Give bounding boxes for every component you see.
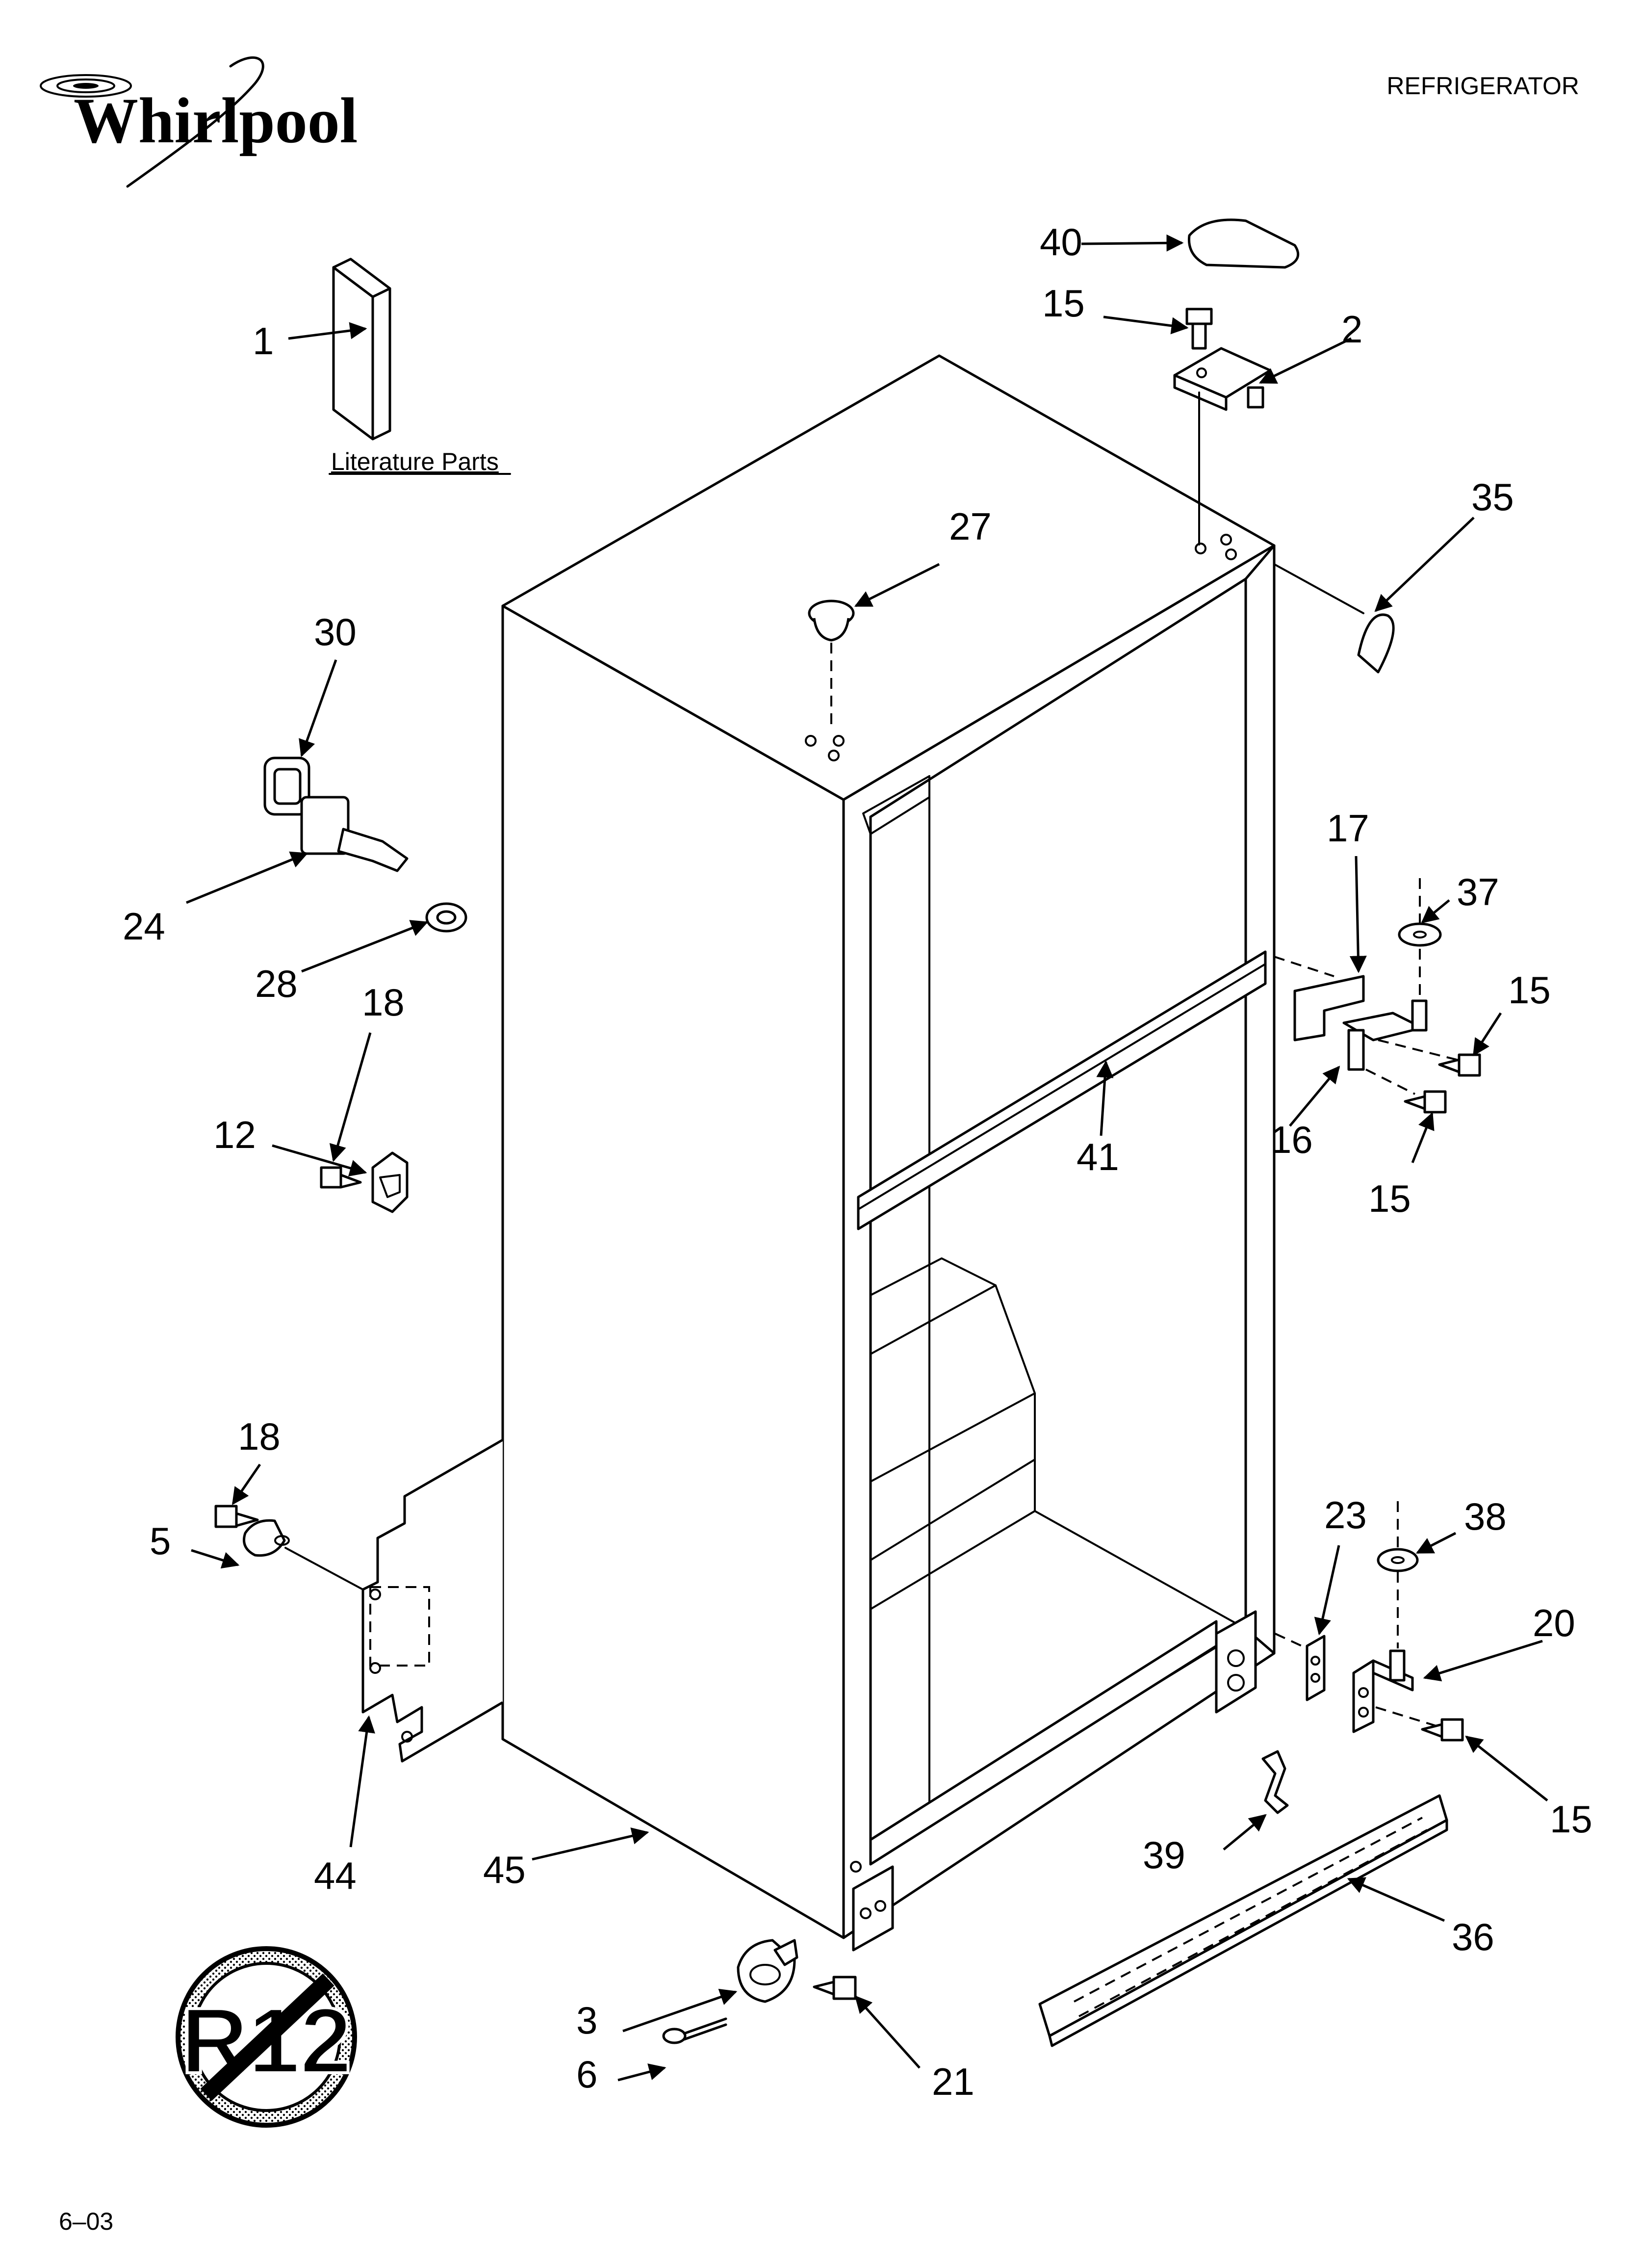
bracket-screw	[813, 1976, 857, 2000]
roller-pin	[662, 2017, 727, 2044]
callout-18-lower: 18	[238, 1415, 281, 1458]
leveling-roller-bracket	[737, 1939, 798, 2003]
divider-bar	[857, 950, 1267, 1230]
callout-15-center-right: 15	[1508, 968, 1551, 1012]
center-hinge-screw-lower	[1404, 1090, 1447, 1114]
callout-15-center-lower: 15	[1368, 1177, 1411, 1220]
callout-21: 21	[932, 2060, 975, 2103]
center-hinge-screw-right	[1438, 1053, 1481, 1077]
callout-40: 40	[1040, 220, 1082, 263]
callout-44: 44	[314, 1854, 357, 1897]
grommet	[425, 902, 467, 933]
grille-clip	[1261, 1750, 1289, 1814]
refrigerator-cabinet	[501, 354, 1276, 1952]
callout-36: 36	[1452, 1915, 1494, 1958]
hinge-cover	[1187, 218, 1300, 269]
callout-37: 37	[1457, 870, 1499, 913]
whirlpool-logo: Whirlpool	[40, 56, 358, 188]
callout-23: 23	[1324, 1493, 1367, 1537]
callout-28: 28	[255, 962, 298, 1005]
center-hinge	[1342, 999, 1428, 1071]
top-plug	[808, 600, 855, 642]
mounting-pin	[300, 796, 409, 872]
top-hinge	[1173, 347, 1272, 411]
tube-clamp	[243, 1519, 290, 1557]
bottom-hinge	[1352, 1649, 1414, 1733]
callout-30: 30	[314, 610, 357, 653]
callout-6: 6	[576, 2053, 597, 2096]
bottom-hinge-screw	[1421, 1718, 1464, 1742]
callout-20: 20	[1533, 1601, 1575, 1644]
hinge-screw-top	[1185, 308, 1213, 350]
leader-lines	[186, 234, 1548, 2082]
literature-parts-booklet	[332, 258, 391, 441]
callout-12: 12	[213, 1113, 256, 1156]
callout-2: 2	[1341, 308, 1362, 351]
date-code: 6–03	[59, 2208, 113, 2235]
brand-logo-text: Whirlpool	[74, 84, 358, 156]
callout-35: 35	[1471, 475, 1514, 519]
callout-39: 39	[1143, 1833, 1185, 1877]
callout-labels: 1 2 3 5 6 12 15 15 15 15 16 17 18 18 20 …	[123, 220, 1592, 2103]
handle-pad	[263, 756, 310, 816]
callout-5: 5	[150, 1519, 171, 1563]
callout-1: 1	[253, 319, 274, 363]
hinge-washer-upper	[1398, 922, 1442, 947]
callout-38: 38	[1464, 1495, 1507, 1538]
callout-3: 3	[576, 1999, 597, 2042]
callout-45: 45	[483, 1848, 526, 1891]
no-r12-badge: R12	[176, 1946, 357, 2128]
hinge-spacer	[1306, 1635, 1326, 1701]
callout-15-top: 15	[1042, 282, 1085, 325]
callout-16: 16	[1270, 1118, 1313, 1161]
callout-24: 24	[123, 905, 165, 948]
cord-clip	[371, 1151, 409, 1213]
hinge-trim-cap	[1357, 613, 1395, 674]
callout-17: 17	[1327, 807, 1369, 850]
callout-41: 41	[1077, 1135, 1119, 1178]
hinge-washer-lower	[1377, 1548, 1419, 1572]
callout-15-bottom: 15	[1550, 1798, 1592, 1841]
callout-18-upper: 18	[362, 981, 405, 1024]
clamp-screw-upper	[320, 1166, 362, 1189]
clamp-screw-lower	[214, 1505, 259, 1528]
literature-parts-label: Literature Parts	[331, 448, 499, 475]
compressor-cover-panel	[361, 1438, 504, 1763]
base-grille	[1038, 1794, 1448, 2047]
section-title: REFRIGERATOR	[1386, 72, 1579, 100]
center-hinge-shim	[1293, 975, 1365, 1042]
callout-27: 27	[949, 505, 992, 548]
